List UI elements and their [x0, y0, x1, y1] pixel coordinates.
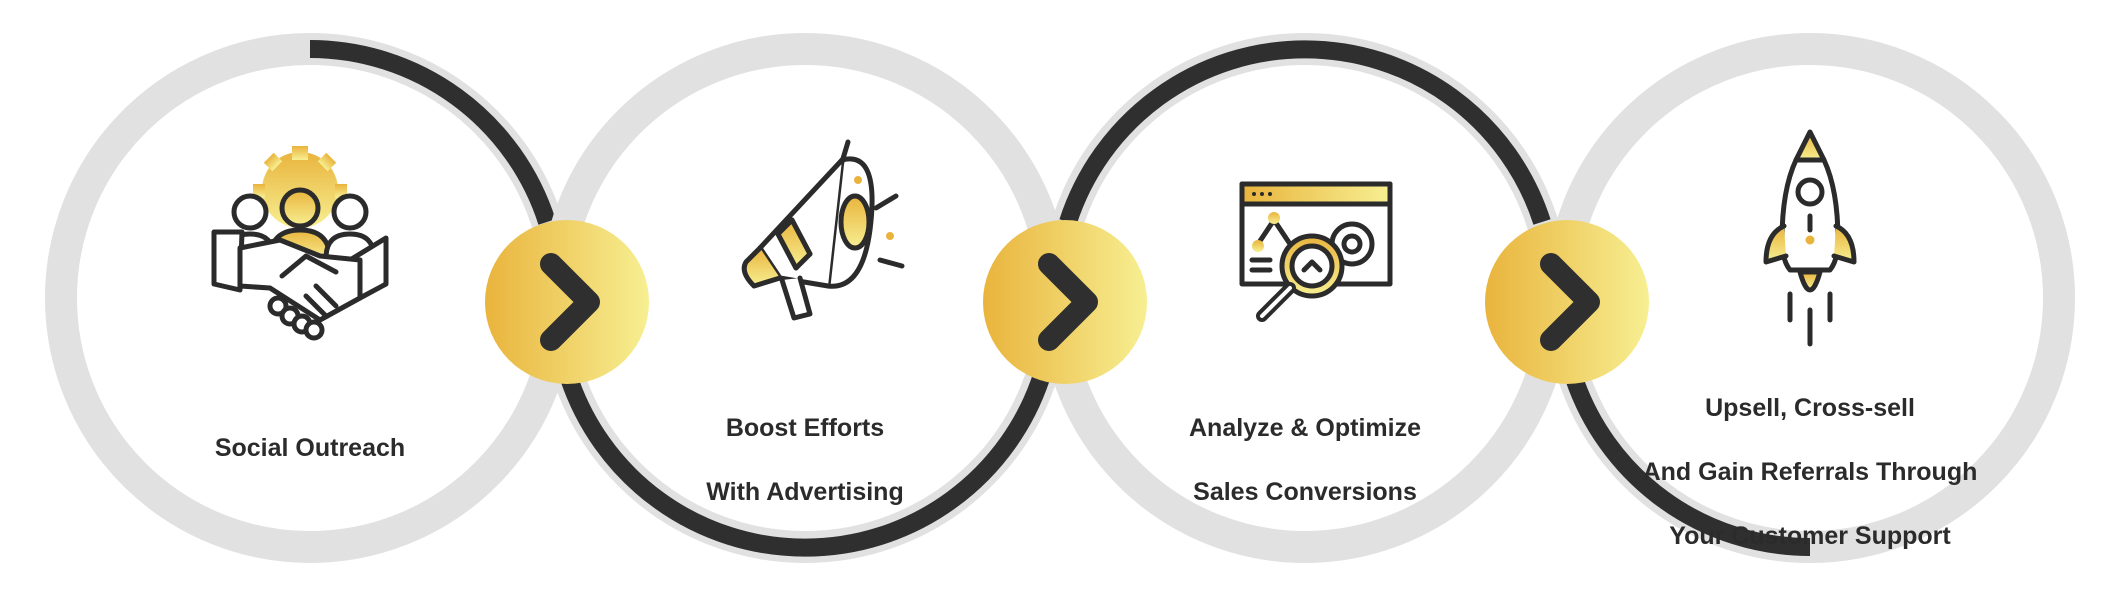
step-label-2: Boost Efforts With Advertising: [615, 380, 995, 540]
step-label-1: Social Outreach: [120, 400, 500, 496]
step-label-line: Your Customer Support: [1669, 522, 1951, 550]
megaphone-icon: [741, 139, 905, 321]
step-label-4: Upsell, Cross-sell And Gain Referrals Th…: [1620, 360, 2000, 584]
step-label-3: Analyze & Optimize Sales Conversions: [1115, 380, 1495, 540]
step-label-line: Social Outreach: [214, 434, 406, 462]
step-label-line: Boost Efforts: [725, 414, 885, 442]
chevron-right-icon: [1038, 253, 1098, 351]
step-label-line: And Gain Referrals Through: [1642, 458, 1978, 486]
connector-1: [485, 220, 649, 384]
connector-2: [983, 220, 1147, 384]
step-label-line: Upsell, Cross-sell: [1705, 394, 1915, 422]
chevron-right-icon: [1540, 253, 1600, 351]
step-label-line: Sales Conversions: [1193, 478, 1417, 506]
rocket-icon: [1763, 129, 1857, 347]
connector-3: [1485, 220, 1649, 384]
analytics-magnifier-icon: [1239, 181, 1393, 322]
step-label-line: With Advertising: [706, 478, 904, 506]
chevron-right-icon: [540, 253, 600, 351]
handshake-team-icon: [211, 146, 389, 341]
step-label-line: Analyze & Optimize: [1189, 414, 1421, 442]
